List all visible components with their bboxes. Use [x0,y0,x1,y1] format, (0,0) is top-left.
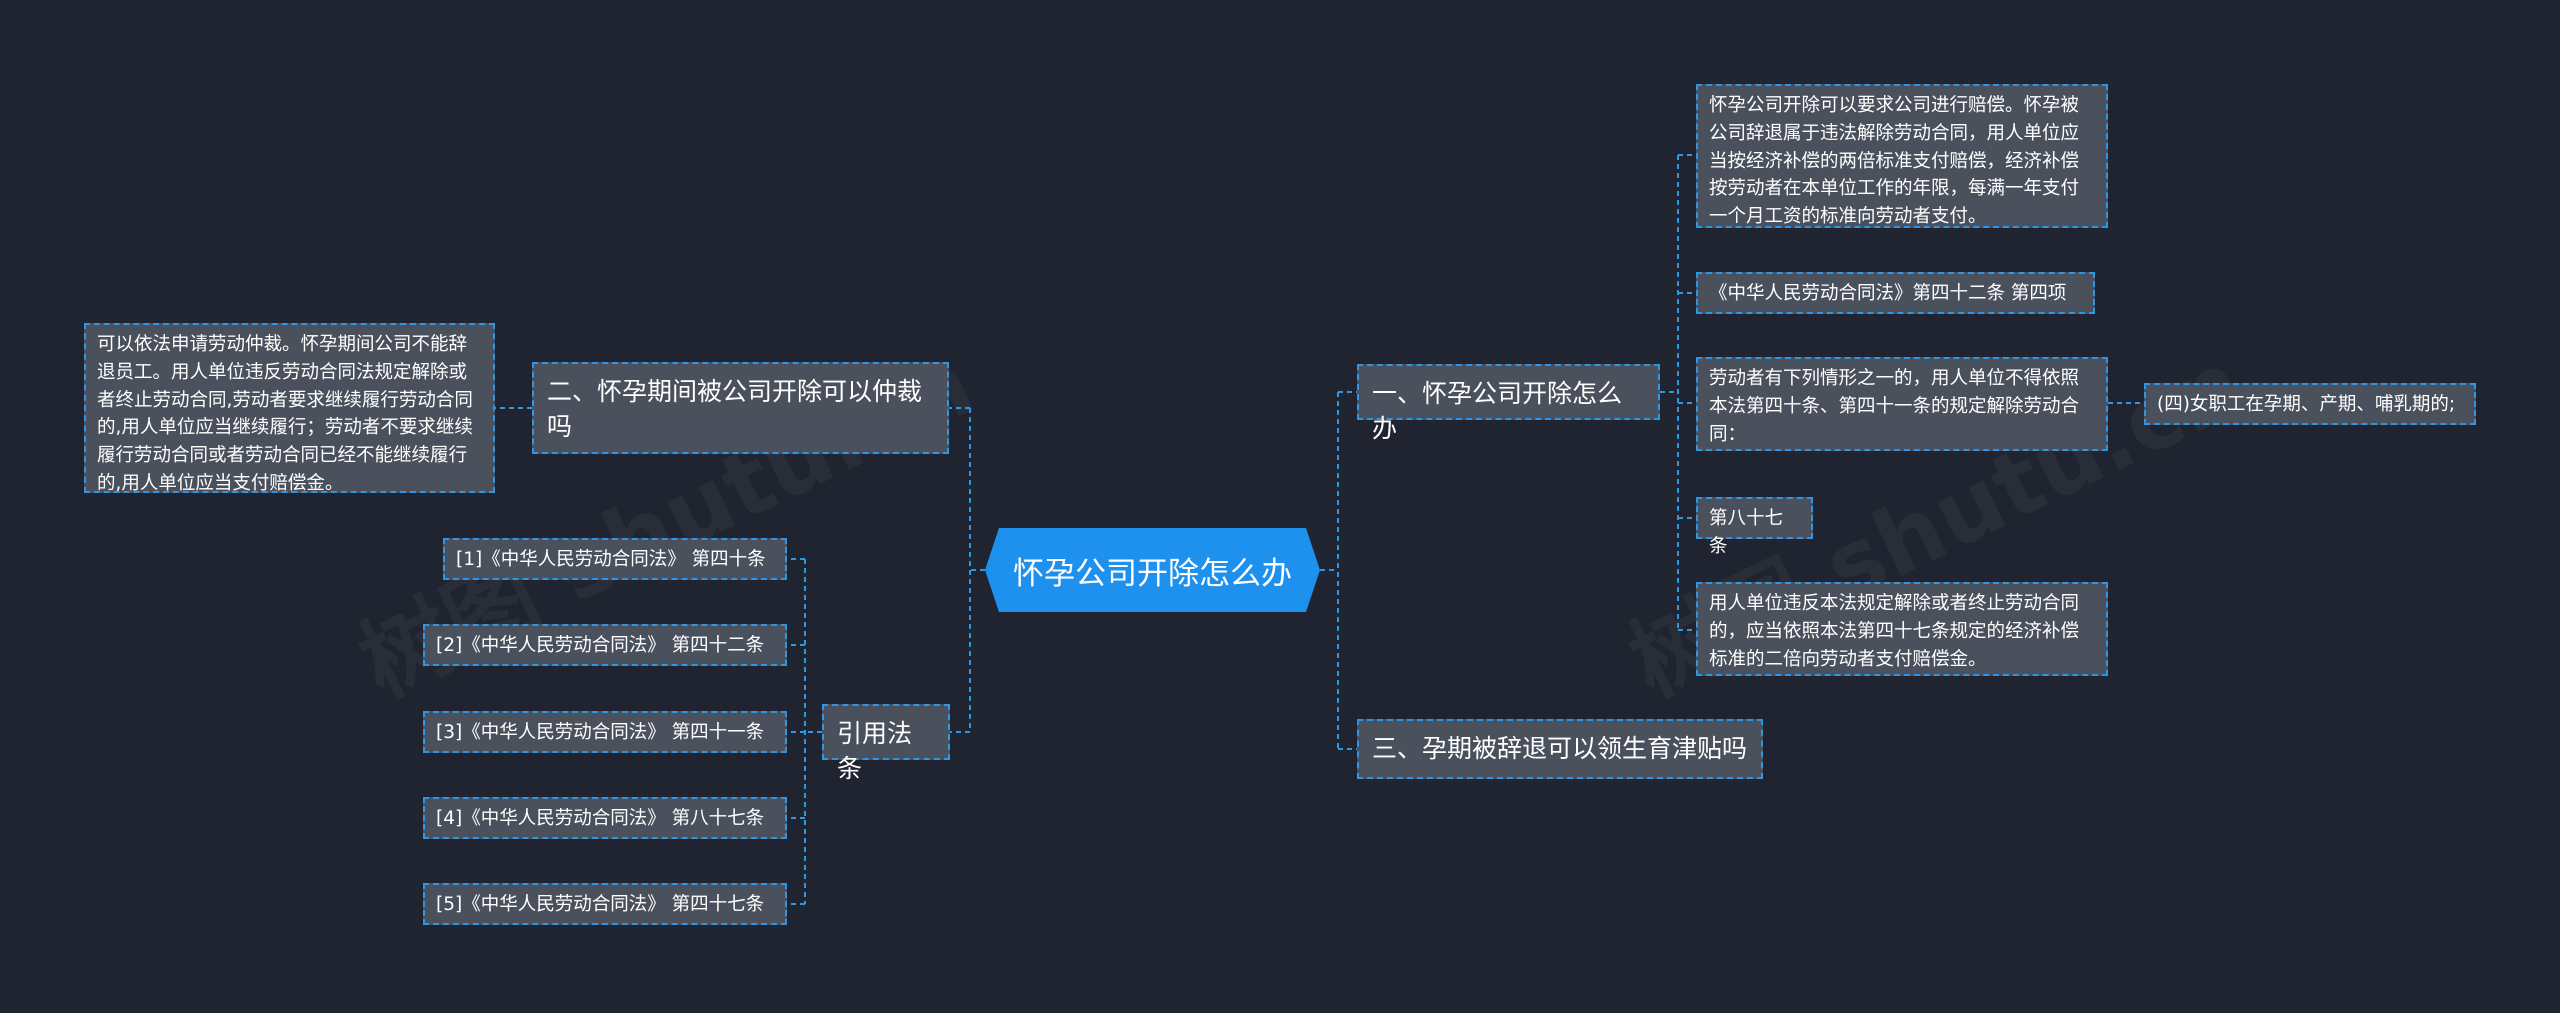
reference-node[interactable]: [5]《中华人民劳动合同法》 第四十七条 [423,883,787,925]
reference-node[interactable]: [4]《中华人民劳动合同法》 第八十七条 [423,797,787,839]
leaf-text: 第八十七条 [1709,508,1784,557]
leaf-text: [1]《中华人民劳动合同法》 第四十条 [456,549,766,570]
branch-label: 二、怀孕期间被公司开除可以仲裁吗 [547,377,923,441]
root-node[interactable]: 怀孕公司开除怎么办 [985,528,1320,612]
leaf-text: [2]《中华人民劳动合同法》 第四十二条 [436,635,765,656]
leaf-text: [4]《中华人民劳动合同法》 第八十七条 [436,808,765,829]
leaf-text: 怀孕公司开除可以要求公司进行赔偿。怀孕被公司辞退属于违法解除劳动合同，用人单位应… [1709,95,2080,227]
branch-node-2[interactable]: 二、怀孕期间被公司开除可以仲裁吗 [532,362,949,454]
reference-node[interactable]: [2]《中华人民劳动合同法》 第四十二条 [423,624,787,666]
reference-node[interactable]: [3]《中华人民劳动合同法》 第四十一条 [423,711,787,753]
leaf-node[interactable]: 怀孕公司开除可以要求公司进行赔偿。怀孕被公司辞退属于违法解除劳动合同，用人单位应… [1696,84,2108,228]
branch-node-1[interactable]: 一、怀孕公司开除怎么办 [1357,364,1660,443]
leaf-node[interactable]: 《中华人民劳动合同法》第四十二条 第四项 [1696,272,2095,314]
leaf-text: (四)女职工在孕期、产期、哺乳期的; [2157,394,2456,415]
leaf-text: 劳动者有下列情形之一的，用人单位不得依照本法第四十条、第四十一条的规定解除劳动合… [1709,368,2080,445]
branch-label: 一、怀孕公司开除怎么办 [1372,379,1623,443]
root-label: 怀孕公司开除怎么办 [1013,555,1292,592]
branch-node-4[interactable]: 引用法条 [822,704,950,783]
leaf-text: [5]《中华人民劳动合同法》 第四十七条 [436,894,765,915]
leaf-text: 用人单位违反本法规定解除或者终止劳动合同的，应当依照本法第四十七条规定的经济补偿… [1709,593,2080,670]
leaf-node[interactable]: 可以依法申请劳动仲裁。怀孕期间公司不能辞退员工。用人单位违反劳动合同法规定解除或… [84,323,495,494]
reference-node[interactable]: [1]《中华人民劳动合同法》 第四十条 [443,538,787,580]
leaf-text: 可以依法申请劳动仲裁。怀孕期间公司不能辞退员工。用人单位违反劳动合同法规定解除或… [97,334,473,494]
leaf-text: 《中华人民劳动合同法》第四十二条 第四项 [1709,283,2067,304]
branch-label: 引用法条 [837,719,913,783]
branch-node-3[interactable]: 三、孕期被辞退可以领生育津贴吗 [1357,719,1763,779]
root-hexagon [985,528,1320,612]
leaf-node[interactable]: 用人单位违反本法规定解除或者终止劳动合同的，应当依照本法第四十七条规定的经济补偿… [1696,582,2108,676]
branch-label: 三、孕期被辞退可以领生育津贴吗 [1372,734,1748,763]
leaf-text: [3]《中华人民劳动合同法》 第四十一条 [436,722,765,743]
leaf-node[interactable]: (四)女职工在孕期、产期、哺乳期的; [2144,383,2476,425]
leaf-node[interactable]: 劳动者有下列情形之一的，用人单位不得依照本法第四十条、第四十一条的规定解除劳动合… [1696,357,2108,451]
leaf-node[interactable]: 第八十七条 [1696,497,1813,557]
